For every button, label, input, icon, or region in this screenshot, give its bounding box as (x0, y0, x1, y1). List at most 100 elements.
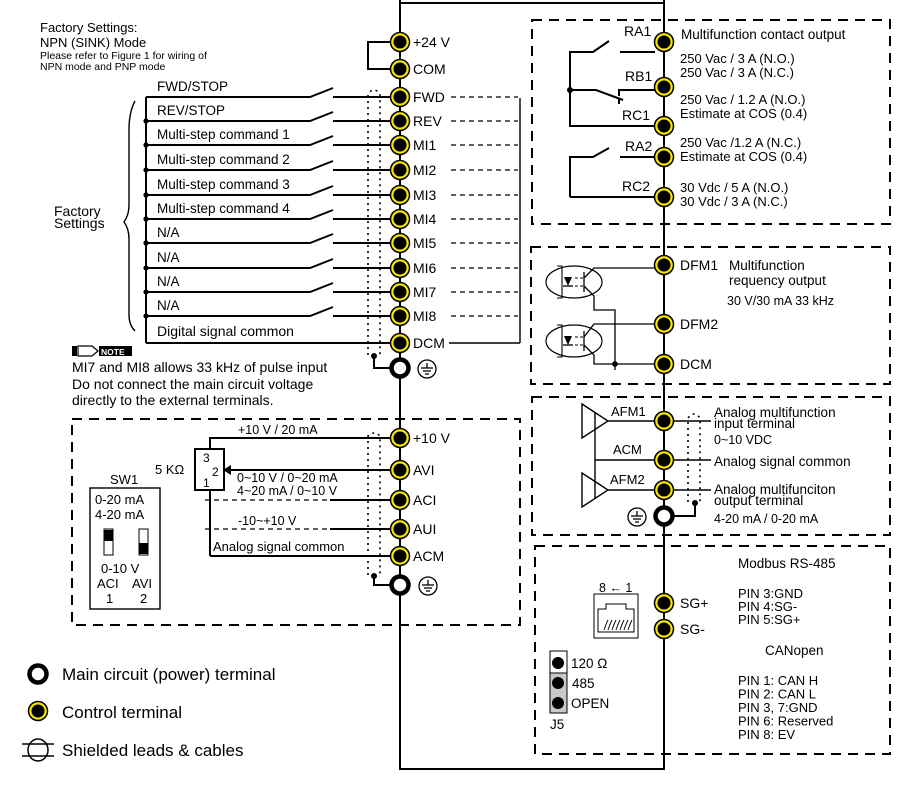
main-terminal-ground-2[interactable] (392, 577, 409, 594)
canopen-pin: PIN 8: EV (738, 727, 795, 742)
input-switch-icon[interactable] (146, 258, 334, 269)
sw1-line-3: 0-10 V (101, 561, 140, 576)
input-switch-icon[interactable] (146, 185, 334, 196)
j5-jumper[interactable] (549, 650, 568, 714)
terminal-mi5[interactable] (389, 232, 411, 254)
input-switch-icon[interactable] (146, 160, 334, 171)
relay-rating: 250 Vac / 3 A (N.C.) (680, 65, 794, 80)
ground-icon (627, 507, 647, 527)
analog-shield-ground-wire (373, 576, 391, 586)
terminal-label-10v: +10 V (413, 430, 451, 446)
terminal-com[interactable] (389, 58, 411, 80)
input-switch-icon[interactable] (146, 135, 334, 146)
terminal-dfm2[interactable] (653, 313, 675, 335)
terminal-mi2[interactable] (389, 159, 411, 181)
terminal-dcm-2[interactable] (653, 353, 675, 375)
input-switch-icon[interactable] (146, 87, 334, 98)
control-terminal-icon (27, 700, 49, 722)
aci-range: 4~20 mA / 0~10 V (237, 484, 338, 498)
relay-terminal-label: RC2 (622, 178, 650, 194)
relay-terminal-label: RA2 (625, 138, 652, 154)
note-text-1: MI7 and MI8 allows 33 kHz of pulse input (72, 359, 327, 375)
input-function-label: N/A (157, 250, 180, 265)
terminal-ra2[interactable] (653, 146, 675, 168)
ground-icon (417, 359, 437, 379)
relay-rating: 30 Vdc / 5 A (N.O.) (680, 180, 788, 195)
sw1-title: SW1 (110, 472, 138, 487)
terminal-acm-2[interactable] (653, 449, 675, 471)
terminal-label: MI7 (413, 284, 437, 300)
wire-10v (209, 437, 391, 449)
terminal-rc1[interactable] (653, 115, 675, 137)
main-terminal-ground-3[interactable] (656, 508, 673, 525)
canopen-pin: PIN 1: CAN H (738, 673, 818, 688)
terminal-aui[interactable] (389, 518, 411, 540)
terminal-ra1[interactable] (653, 31, 675, 53)
terminal-label-avi: AVI (413, 462, 435, 478)
rj45-port-icon[interactable] (593, 593, 639, 639)
relay-ratings: 250 Vac / 3 A (N.O.)250 Vac / 3 A (N.C.)… (680, 51, 807, 209)
terminal-mi4[interactable] (389, 208, 411, 230)
terminal-label-dfm2: DFM2 (680, 316, 718, 332)
input-switch-icon[interactable] (146, 282, 334, 293)
dfm-rating: 30 V/30 mA 33 kHz (727, 294, 834, 308)
terminal-label-aui: AUI (413, 521, 436, 537)
input-function-label: Multi-step command 1 (157, 127, 290, 142)
note-line-3: Please refer to Figure 1 for wiring of (40, 50, 207, 62)
terminal-label: MI1 (413, 137, 437, 153)
terminal-label: REV (413, 113, 442, 129)
terminal-label-dfm1: DFM1 (680, 257, 718, 273)
relay-terminal-label: RC1 (622, 107, 650, 123)
terminal-10v[interactable] (389, 427, 411, 449)
terminal-aci[interactable] (389, 489, 411, 511)
legend-shielded: Shielded leads & cables (62, 741, 243, 760)
terminal-mi7[interactable] (389, 281, 411, 303)
terminal-mi8[interactable] (389, 305, 411, 327)
sw1-num-1: 1 (106, 591, 113, 606)
terminal-label-aci: ACI (413, 492, 436, 508)
terminal-sg-plus[interactable] (653, 592, 675, 614)
shielded-cable-icon (22, 738, 54, 762)
terminal-rev[interactable] (389, 110, 411, 132)
terminal-dcm[interactable] (389, 332, 411, 354)
terminal-mi3[interactable] (389, 184, 411, 206)
sw1-switch-avi[interactable] (138, 528, 149, 556)
sw1-switch-aci[interactable] (103, 528, 114, 556)
terminal-label-com: COM (413, 61, 446, 77)
terminal-mi6[interactable] (389, 257, 411, 279)
pot-pin-3: 3 (203, 451, 210, 465)
pot-pin-2: 2 (212, 465, 219, 479)
terminal-afm1[interactable] (653, 410, 675, 432)
dfm-box (530, 246, 891, 385)
terminal-acm[interactable] (389, 545, 411, 567)
terminal-rb1[interactable] (653, 76, 675, 98)
j5-option-120: 120 Ω (571, 656, 607, 671)
canopen-pin: PIN 3, 7:GND (738, 700, 817, 715)
dfm-title-1: Multifunction (729, 258, 805, 273)
terminal-fwd[interactable] (389, 86, 411, 108)
terminal-mi1[interactable] (389, 134, 411, 156)
terminal-rc2[interactable] (653, 186, 675, 208)
terminal-sg-minus[interactable] (653, 618, 675, 640)
sw1-line-1: 0-20 mA (95, 492, 144, 507)
terminal-afm2[interactable] (653, 479, 675, 501)
terminal-avi[interactable] (389, 459, 411, 481)
afm2-desc-1: Analog multifunciton (714, 482, 836, 497)
input-switch-icon[interactable] (146, 209, 334, 220)
input-switch-icon[interactable] (146, 111, 334, 122)
terminal-dfm1[interactable] (653, 254, 675, 276)
input-switch-icon[interactable] (146, 306, 334, 317)
main-terminal-ground-1[interactable] (392, 360, 409, 377)
jumper-24v-com (367, 41, 391, 70)
terminal-24v[interactable] (389, 31, 411, 53)
relay-rating: 250 Vac / 1.2 A (N.O.) (680, 92, 806, 107)
digital-common-label: Digital signal common (157, 323, 294, 339)
input-switch-icon[interactable] (146, 233, 334, 244)
digital-input-row: Multi-step command 1 MI1 (143, 127, 518, 156)
terminal-label-dcm: DCM (413, 335, 445, 351)
brace (123, 100, 136, 332)
